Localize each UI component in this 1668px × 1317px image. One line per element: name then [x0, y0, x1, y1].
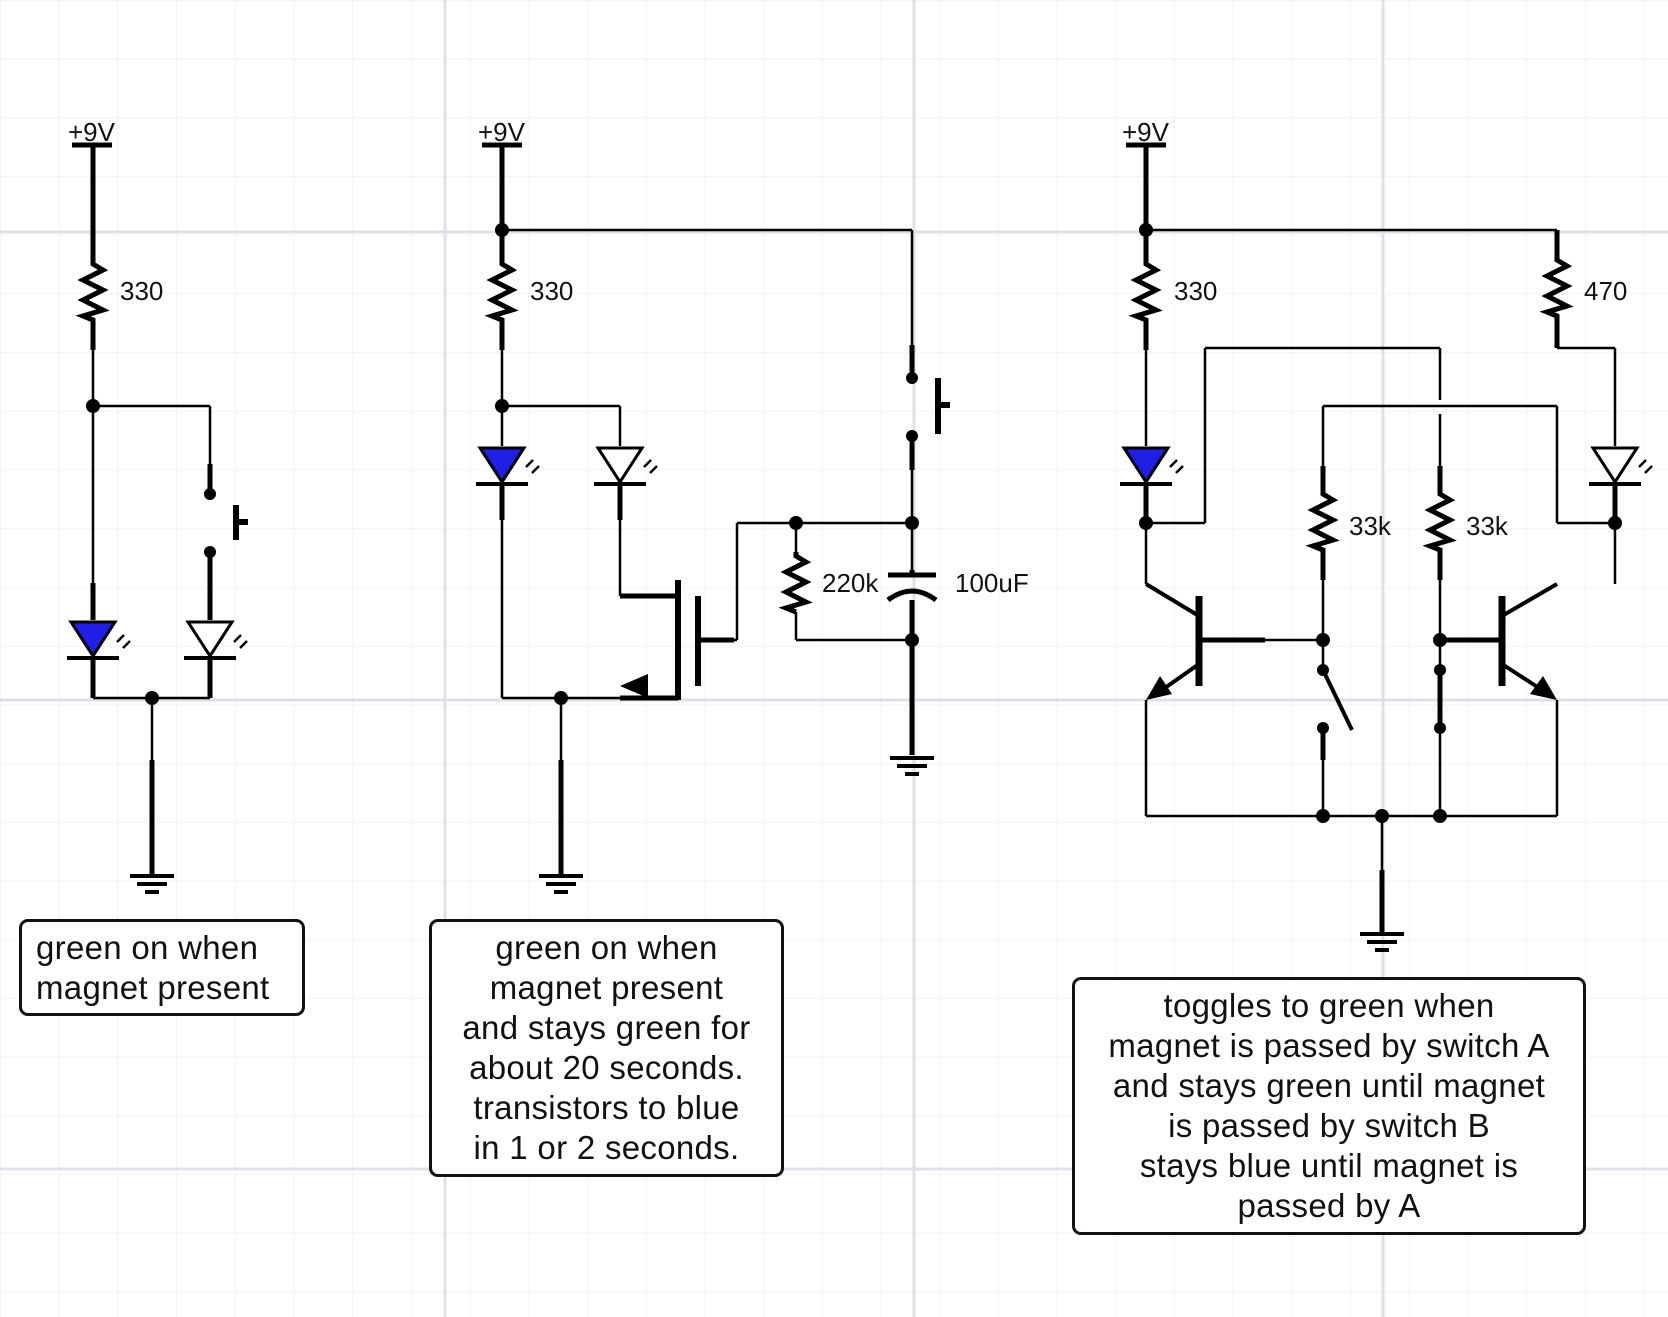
resistor-label-33k-b: 33k — [1466, 511, 1509, 541]
switch-b — [1434, 664, 1446, 734]
note-2-line-1: green on when — [495, 929, 718, 966]
note-2-line-2: magnet present — [489, 969, 724, 1006]
ground-3 — [1360, 932, 1404, 952]
ground-1 — [130, 698, 174, 894]
note-circuit-2: green on when magnet present and stays g… — [429, 919, 784, 1177]
transistor-left — [1144, 582, 1265, 700]
note-1-line-2: magnet present — [36, 969, 270, 1006]
mosfet-2 — [620, 580, 734, 701]
note-2-line-5: transistors to blue — [473, 1089, 740, 1126]
note-3-line-6: passed by A — [1237, 1187, 1421, 1224]
led-white-1 — [184, 620, 248, 660]
supply-label-2: +9V — [478, 117, 526, 147]
note-3-line-4: is passed by switch B — [1168, 1107, 1490, 1144]
resistor-330-3 — [1128, 260, 1163, 350]
resistor-330-2 — [484, 260, 519, 350]
circuit-3: +9V 330 470 — [1120, 117, 1653, 952]
resistor-label-2: 330 — [530, 276, 573, 306]
resistor-330-1 — [75, 260, 110, 350]
resistor-220k — [778, 552, 813, 615]
supply-terminal-3 — [1126, 142, 1166, 260]
resistor-label-1: 330 — [120, 276, 163, 306]
note-3-line-3: and stays green until magnet — [1112, 1067, 1546, 1104]
junctions-2 — [495, 223, 919, 705]
note-2-line-4: about 20 seconds. — [469, 1049, 744, 1086]
supply-label-3: +9V — [1122, 117, 1170, 147]
capacitor-label: 100uF — [955, 568, 1029, 598]
junctions-1 — [86, 399, 159, 705]
circuit-2: +9V 330 — [476, 117, 1029, 894]
note-2-line-6: in 1 or 2 seconds. — [473, 1129, 740, 1166]
note-3-line-1: toggles to green when — [1163, 987, 1495, 1024]
resistor-33k-a — [1305, 466, 1340, 580]
ground-2b — [890, 756, 934, 776]
note-2-line-3: and stays green for — [462, 1009, 751, 1046]
supply-label-1: +9V — [68, 117, 116, 147]
resistor-470 — [1539, 230, 1574, 348]
ground-2a — [539, 698, 583, 894]
led-white-2 — [594, 446, 658, 486]
switch-2 — [906, 372, 950, 442]
led-blue-3 — [1120, 446, 1184, 486]
led-white-3 — [1589, 446, 1653, 486]
note-circuit-1: green on when magnet present — [19, 919, 305, 1016]
capacitor-100uF — [886, 570, 938, 603]
note-3-line-5: stays blue until magnet is — [1139, 1147, 1519, 1184]
wires-2 — [500, 228, 914, 700]
switch-1 — [204, 488, 248, 558]
transistor-right — [1440, 582, 1559, 700]
note-3-line-2: magnet is passed by switch A — [1108, 1027, 1550, 1064]
supply-terminal-1 — [72, 142, 112, 260]
resistor-label-33k-a: 33k — [1349, 511, 1392, 541]
led-blue-2 — [476, 446, 540, 486]
junctions-3 — [1139, 223, 1622, 823]
led-blue-1 — [67, 620, 131, 660]
resistor-33k-b — [1422, 466, 1457, 580]
supply-terminal-2 — [482, 142, 522, 260]
resistor-label-330-3: 330 — [1174, 276, 1217, 306]
note-1-line-1: green on when — [36, 929, 259, 966]
circuit-1: +9V 330 — [67, 117, 248, 894]
switch-a — [1317, 664, 1354, 760]
resistor-label-220k: 220k — [822, 568, 879, 598]
resistor-label-470: 470 — [1584, 276, 1627, 306]
note-circuit-3: toggles to green when magnet is passed b… — [1072, 977, 1586, 1235]
